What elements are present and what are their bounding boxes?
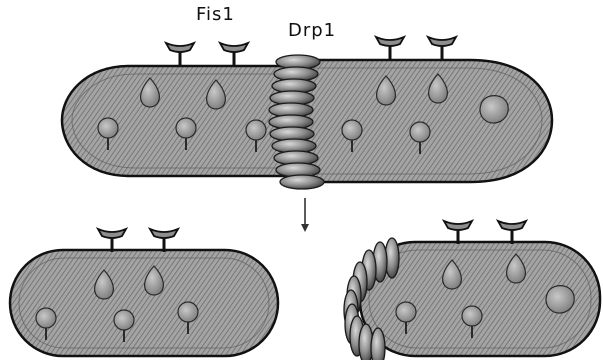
protein-icon [546, 286, 574, 313]
daughter-mitochondrion-right [344, 221, 600, 360]
daughter-mitochondrion-left [10, 229, 278, 356]
fis1-receptor-icon [376, 37, 404, 60]
division-arrow-icon [301, 198, 309, 232]
fis1-receptor-icon [498, 221, 526, 244]
fis1-receptor-icon [220, 43, 248, 66]
fis1-label: Fis1 [196, 4, 235, 25]
fis1-receptor-icon [150, 229, 178, 252]
fis1-receptor-icon [166, 43, 194, 66]
fis1-receptor-icon [98, 229, 126, 252]
dividing-mitochondrion [62, 37, 552, 189]
fis1-receptor-icon [428, 37, 456, 60]
protein-icon [480, 96, 508, 123]
fis1-receptor-icon [444, 221, 472, 244]
drp1-label: Drp1 [288, 20, 336, 41]
